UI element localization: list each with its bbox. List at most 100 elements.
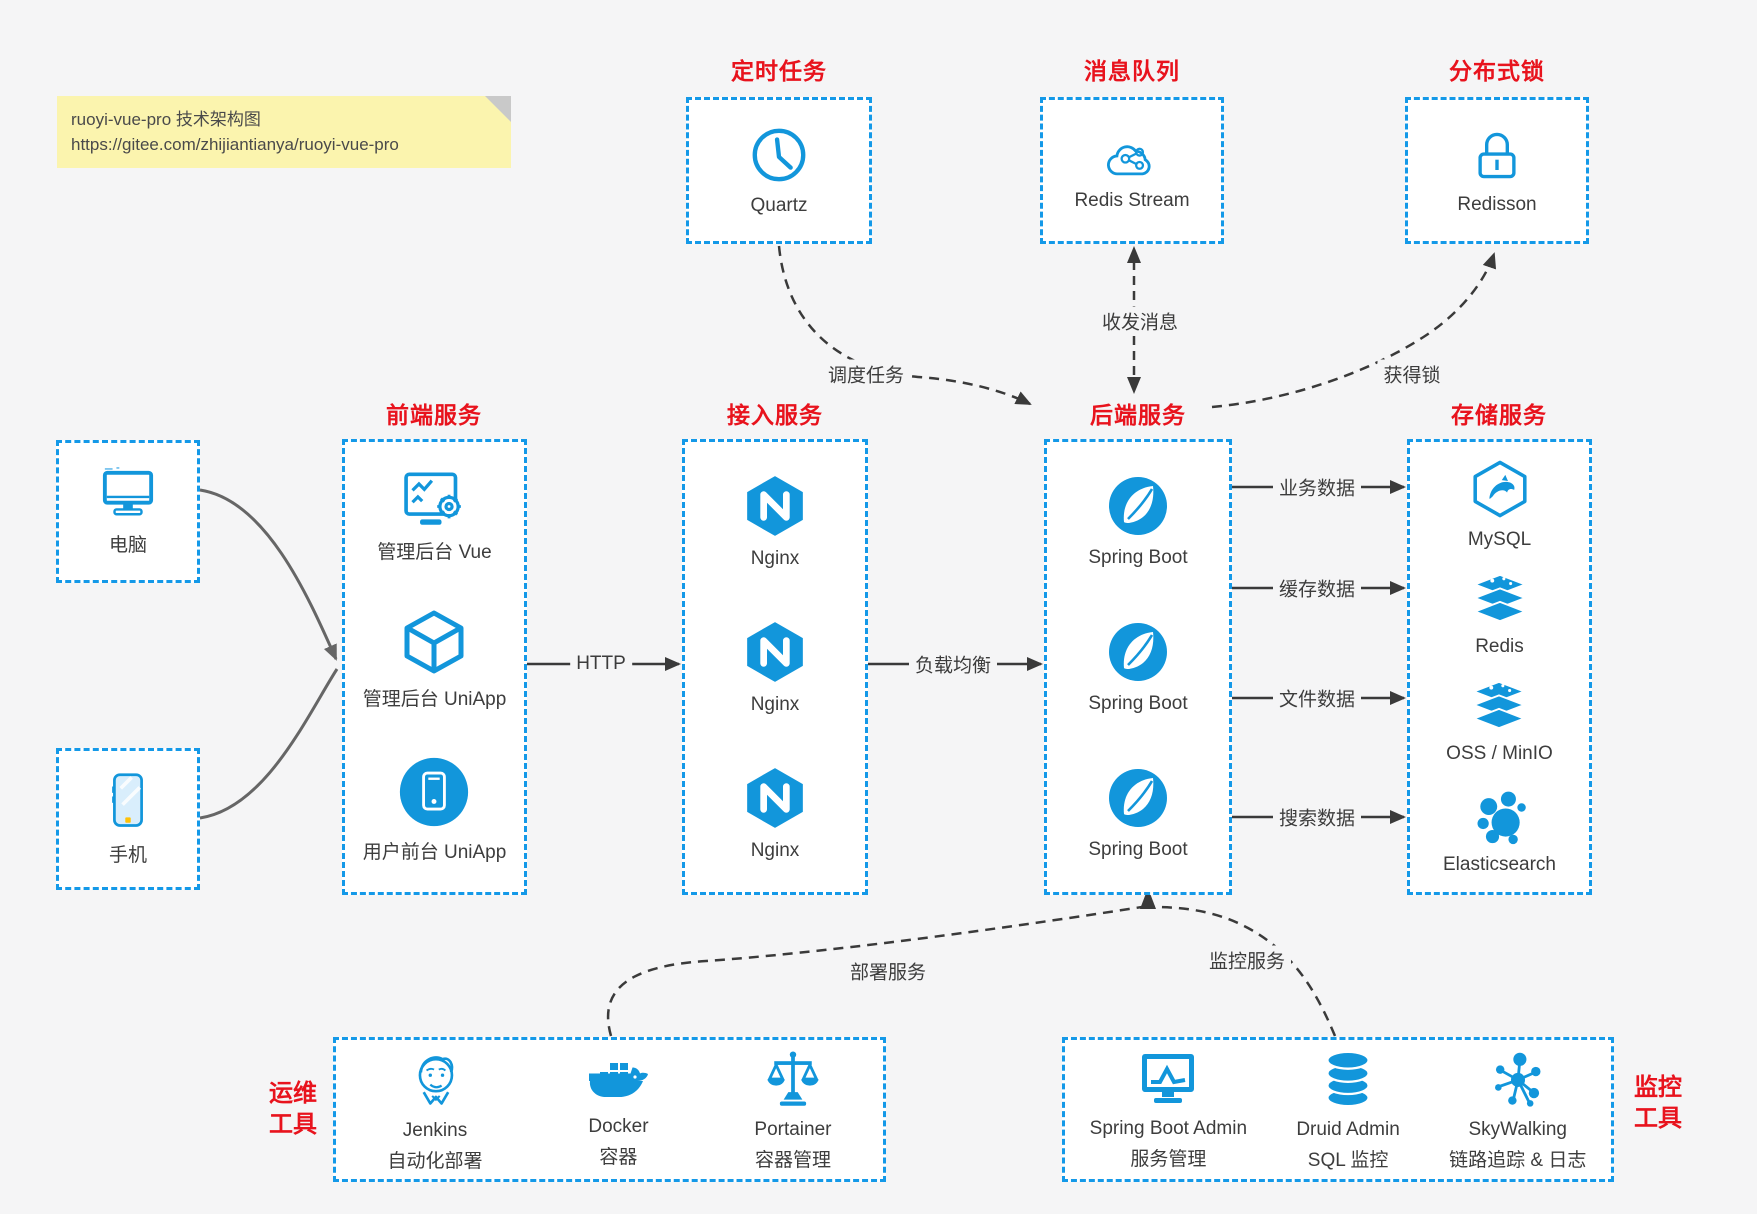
node-label: MySQL (1467, 529, 1532, 550)
lock-icon (1478, 132, 1516, 179)
redis-stack-icon (1471, 680, 1528, 730)
node-redisson: Redisson (1457, 125, 1537, 216)
nginx-icon (747, 621, 803, 682)
node-jenkins: Jenkins 自动化部署 (387, 1047, 482, 1173)
edge-label-file-data: 文件数据 (1272, 683, 1362, 713)
node-spring-boot-2: Spring Boot (1088, 620, 1188, 715)
edge-label-search-data: 搜索数据 (1272, 802, 1362, 832)
edge-deploy (606, 905, 1143, 1037)
node-nginx-2: Nginx (742, 619, 808, 716)
note-title: ruoyi-vue-pro 技术架构图 (71, 110, 261, 129)
spring-icon (1108, 768, 1167, 827)
node-name: Jenkins (402, 1119, 468, 1141)
node-redis-stream: Redis Stream (1074, 129, 1190, 212)
node-spring-boot-1: Spring Boot (1088, 474, 1188, 569)
node-desc: SQL 监控 (1307, 1149, 1389, 1171)
edge-label-business-data: 业务数据 (1272, 472, 1362, 502)
node-nginx-1: Nginx (742, 473, 808, 570)
node-quartz: Quartz (748, 124, 810, 217)
edge-label-cache-data: 缓存数据 (1272, 573, 1362, 603)
node-druid-admin: Druid Admin SQL 监控 (1296, 1048, 1400, 1172)
title-scheduled-tasks: 定时任务 (731, 58, 827, 84)
nginx-icon (747, 475, 803, 536)
cloud-network-icon (1107, 145, 1151, 176)
edge-phone-to-frontend (199, 668, 339, 820)
node-desc: 自动化部署 (387, 1150, 483, 1172)
node-spring-boot-3: Spring Boot (1088, 766, 1188, 861)
edge-label-schedule: 调度任务 (821, 359, 911, 389)
docker-icon (589, 1062, 649, 1097)
group-backend-services: Spring Boot Spring Boot Spring Boot (1044, 439, 1232, 895)
node-spring-boot-admin: Spring Boot Admin 服务管理 (1090, 1049, 1247, 1171)
group-distributed-lock: Redisson (1405, 97, 1589, 244)
title-frontend-services: 前端服务 (386, 402, 482, 428)
note-url: https://gitee.com/zhijiantianya/ruoyi-vu… (71, 135, 399, 154)
user-app-icon (400, 757, 469, 826)
node-desktop: 电脑 (97, 466, 159, 557)
node-label: 管理后台 Vue (377, 542, 492, 564)
node-desc: 链路追踪 & 日志 (1449, 1149, 1587, 1171)
title-distributed-lock: 分布式锁 (1449, 58, 1545, 84)
group-frontend-services: 管理后台 Vue 管理后台 UniApp 用户前台 UniApp (342, 439, 527, 895)
node-portainer: Portainer 容器管理 (754, 1048, 832, 1172)
node-label: Nginx (750, 839, 800, 861)
group-storage-services: MySQL Redis OSS / MinIO (1407, 439, 1592, 895)
sba-icon (1142, 1053, 1195, 1103)
node-name: Spring Boot Admin (1089, 1117, 1248, 1139)
node-label: Redisson (1457, 194, 1537, 215)
node-phone: 手机 (99, 771, 157, 867)
spring-icon (1108, 476, 1167, 535)
jenkins-icon (418, 1055, 454, 1105)
node-label: Redis Stream (1074, 190, 1190, 211)
node-name: Druid Admin (1296, 1118, 1400, 1140)
edge-label-deploy: 部署服务 (843, 956, 933, 986)
clock-icon (752, 128, 806, 182)
ops-side-label-line2: 工具 (269, 1111, 317, 1138)
edge-acquire-lock (1211, 252, 1497, 409)
node-desc: 服务管理 (1130, 1148, 1207, 1170)
node-label: 手机 (108, 845, 147, 866)
node-skywalking: SkyWalking 链路追踪 & 日志 (1449, 1048, 1586, 1172)
node-name: Docker (588, 1115, 649, 1137)
group-ops-tools: Jenkins 自动化部署 Docker 容器 (333, 1037, 886, 1182)
node-label: 管理后台 UniApp (362, 688, 507, 710)
edge-message-arrowhead-down (1127, 377, 1141, 394)
node-nginx-3: Nginx (742, 765, 808, 862)
monitoring-side-label-line1: 监控 (1634, 1074, 1682, 1101)
node-desc: 容器管理 (754, 1149, 831, 1171)
ops-side-label-line1: 运维 (269, 1080, 317, 1107)
node-mysql: MySQL (1468, 458, 1532, 551)
node-redis: Redis (1469, 571, 1531, 658)
title-message-queue: 消息队列 (1084, 58, 1180, 84)
group-desktop-client: 电脑 (56, 440, 200, 583)
node-desc: 容器 (599, 1146, 638, 1168)
mysql-icon (1472, 460, 1527, 518)
monitoring-side-label-line2: 工具 (1634, 1105, 1682, 1132)
node-label: Quartz (750, 195, 808, 216)
uniapp-cube-icon (404, 610, 464, 674)
node-label: Nginx (750, 547, 800, 569)
group-message-queue: Redis Stream (1040, 97, 1224, 244)
node-admin-vue: 管理后台 Vue (377, 470, 492, 564)
edge-monitor (1152, 905, 1337, 1037)
group-monitoring-tools: Spring Boot Admin 服务管理 Druid Admin SQL 监… (1062, 1037, 1614, 1182)
group-scheduled-tasks: Quartz (686, 97, 872, 244)
edge-label-load-balance: 负载均衡 (908, 649, 998, 679)
title-gateway-services: 接入服务 (727, 402, 823, 428)
node-label: Spring Boot (1088, 692, 1188, 714)
group-gateway-services: Nginx Nginx Nginx (682, 439, 868, 895)
edge-label-monitor: 监控服务 (1202, 945, 1292, 975)
skywalking-icon (1494, 1052, 1541, 1107)
druid-icon (1326, 1050, 1370, 1107)
node-label: 用户前台 UniApp (362, 841, 507, 863)
redis-stack-icon (1471, 573, 1528, 623)
node-oss-minio: OSS / MinIO (1446, 678, 1553, 765)
group-mobile-client: 手机 (56, 748, 200, 890)
node-docker: Docker 容器 (585, 1051, 651, 1169)
elasticsearch-icon (1477, 791, 1526, 845)
node-label: Spring Boot (1088, 546, 1188, 568)
edge-deploy-monitor-arrowhead (1140, 888, 1156, 909)
node-label: Spring Boot (1088, 838, 1188, 860)
node-label: Elasticsearch (1443, 854, 1556, 875)
